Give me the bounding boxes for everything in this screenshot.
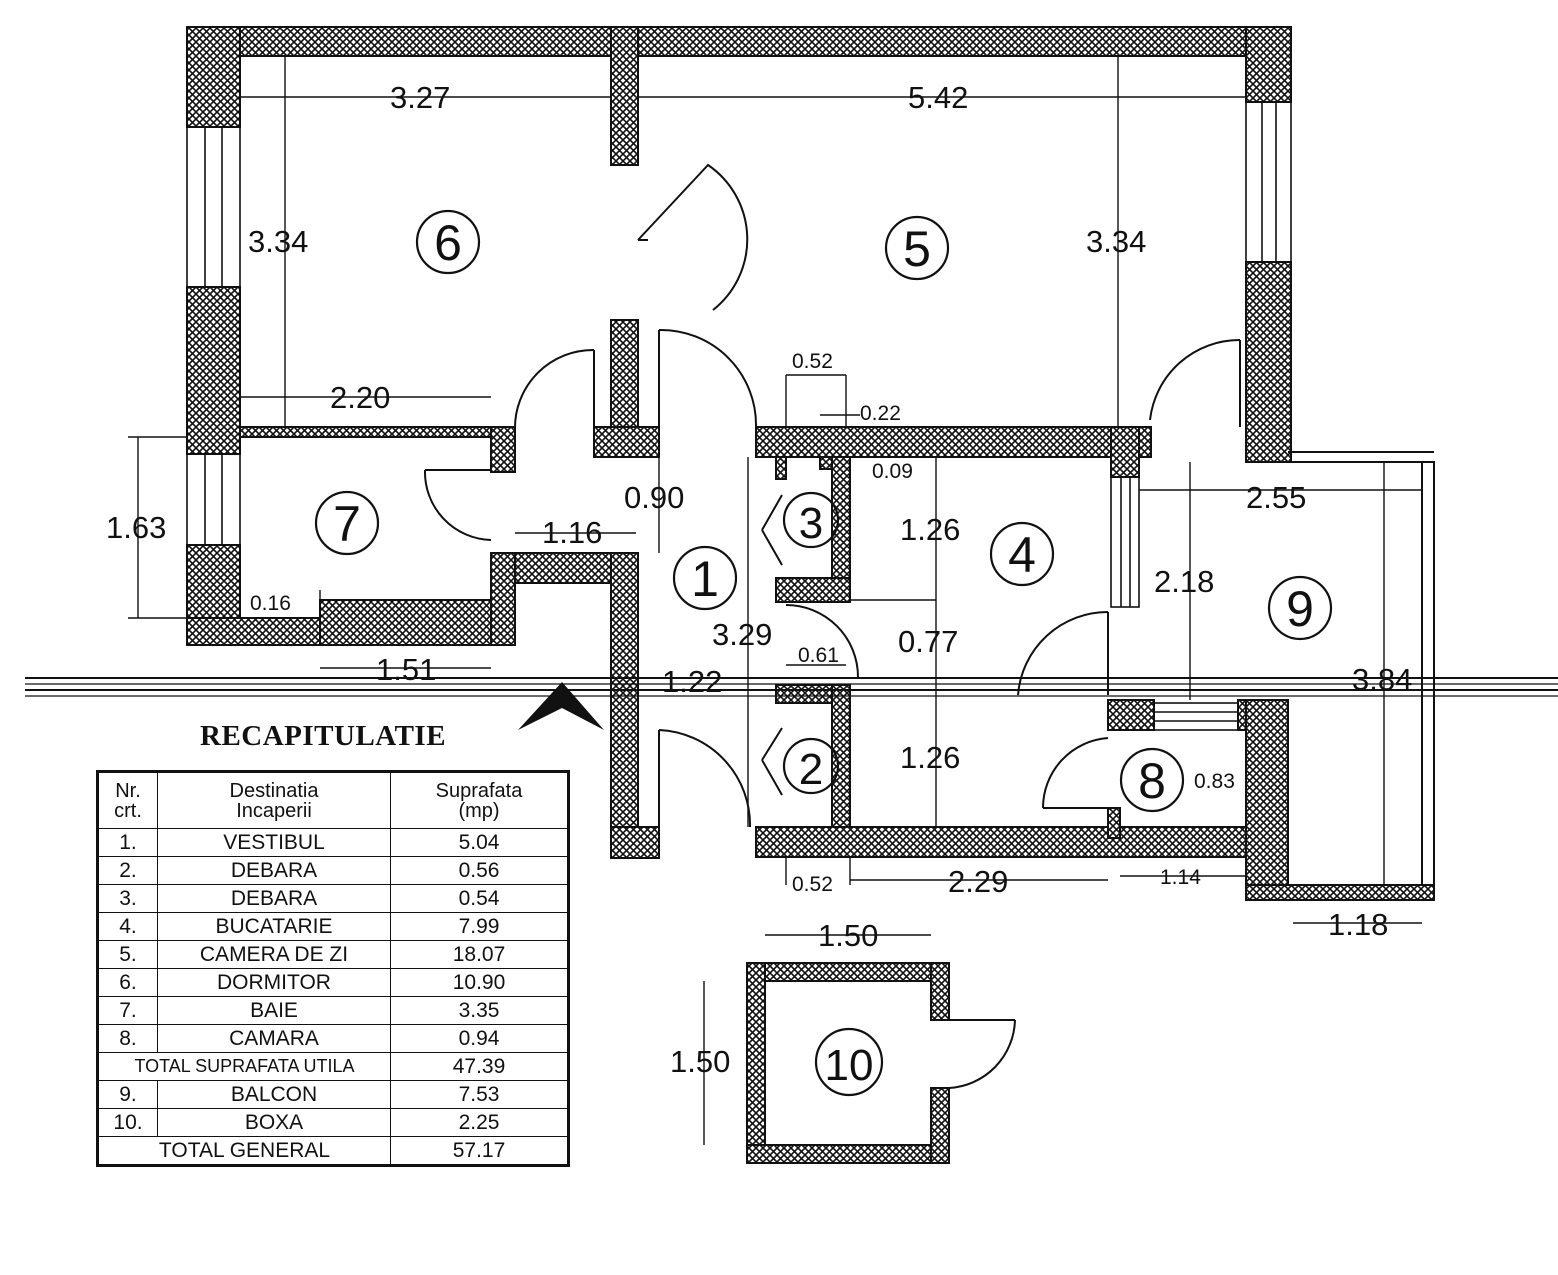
dim-label: 0.09 xyxy=(872,460,913,483)
walls xyxy=(186,26,1435,1164)
dimension-lines xyxy=(128,56,1422,1145)
dim-label: 2.29 xyxy=(948,864,1008,899)
room-8-number: 8 xyxy=(1138,753,1166,809)
room-7-circle xyxy=(314,490,380,556)
room-9-number: 9 xyxy=(1286,581,1314,637)
dim-label: 0.52 xyxy=(792,350,833,373)
dim-label: 0.52 xyxy=(792,873,833,896)
dim-label: 3.84 xyxy=(1352,662,1412,697)
room-markers xyxy=(314,209,1333,1097)
room-4-circle xyxy=(989,521,1055,587)
dim-label: 3.34 xyxy=(1086,224,1146,259)
dim-label: 1.63 xyxy=(106,510,166,545)
dim-label: 0.61 xyxy=(798,644,839,667)
room-7-number: 7 xyxy=(333,496,361,552)
section-arrow-icon xyxy=(518,682,604,730)
room-3-circle xyxy=(782,491,840,549)
room-6-number: 6 xyxy=(434,215,462,271)
dim-label: 1.16 xyxy=(542,515,602,550)
room-3-number: 3 xyxy=(799,499,823,548)
dim-label: 0.77 xyxy=(898,624,958,659)
room-1-number: 1 xyxy=(691,551,719,607)
room-numbers: 6 5 7 1 3 4 9 2 8 10 xyxy=(333,215,1314,1090)
room-5-circle xyxy=(884,215,950,281)
dim-label: 1.50 xyxy=(670,1044,730,1079)
dim-label: 0.22 xyxy=(860,402,901,425)
room-5-number: 5 xyxy=(903,221,931,277)
windows xyxy=(186,101,1292,731)
section-line xyxy=(25,677,1558,697)
dim-label: 5.42 xyxy=(908,80,968,115)
room-6-circle xyxy=(415,209,481,275)
room-2-number: 2 xyxy=(799,745,823,794)
dim-label: 3.34 xyxy=(248,224,308,259)
balcony-outline xyxy=(1288,451,1435,900)
dim-label: 1.14 xyxy=(1160,866,1201,889)
room-2-circle xyxy=(782,737,840,795)
dim-label: 0.83 xyxy=(1194,770,1235,793)
room-8-circle xyxy=(1119,747,1185,813)
room-10-circle xyxy=(814,1027,884,1097)
header-area: Suprafata(mp) xyxy=(390,771,569,829)
header-nr: Nr.crt. xyxy=(97,771,158,829)
dim-label: 2.55 xyxy=(1246,480,1306,515)
dim-label: 3.29 xyxy=(712,617,772,652)
dim-label: 0.16 xyxy=(250,592,291,615)
dim-label: 1.22 xyxy=(662,664,722,699)
room-1-circle xyxy=(672,545,738,611)
room-10-number: 10 xyxy=(825,1041,874,1090)
recap-title: RECAPITULATIE xyxy=(200,720,447,752)
dim-label: 2.20 xyxy=(330,380,390,415)
dim-label: 1.18 xyxy=(1328,907,1388,942)
dim-label: 0.90 xyxy=(624,480,684,515)
dim-label: 1.26 xyxy=(900,740,960,775)
dim-label: 1.26 xyxy=(900,512,960,547)
dimension-labels: 3.27 5.42 3.34 3.34 2.20 0.52 0.22 0.09 … xyxy=(106,80,1412,1079)
room-9-circle xyxy=(1267,575,1333,641)
dim-label: 1.51 xyxy=(376,652,436,687)
dim-label: 1.50 xyxy=(818,918,878,953)
room-4-number: 4 xyxy=(1008,527,1036,583)
dim-label: 2.18 xyxy=(1154,564,1214,599)
dim-label: 3.27 xyxy=(390,80,450,115)
